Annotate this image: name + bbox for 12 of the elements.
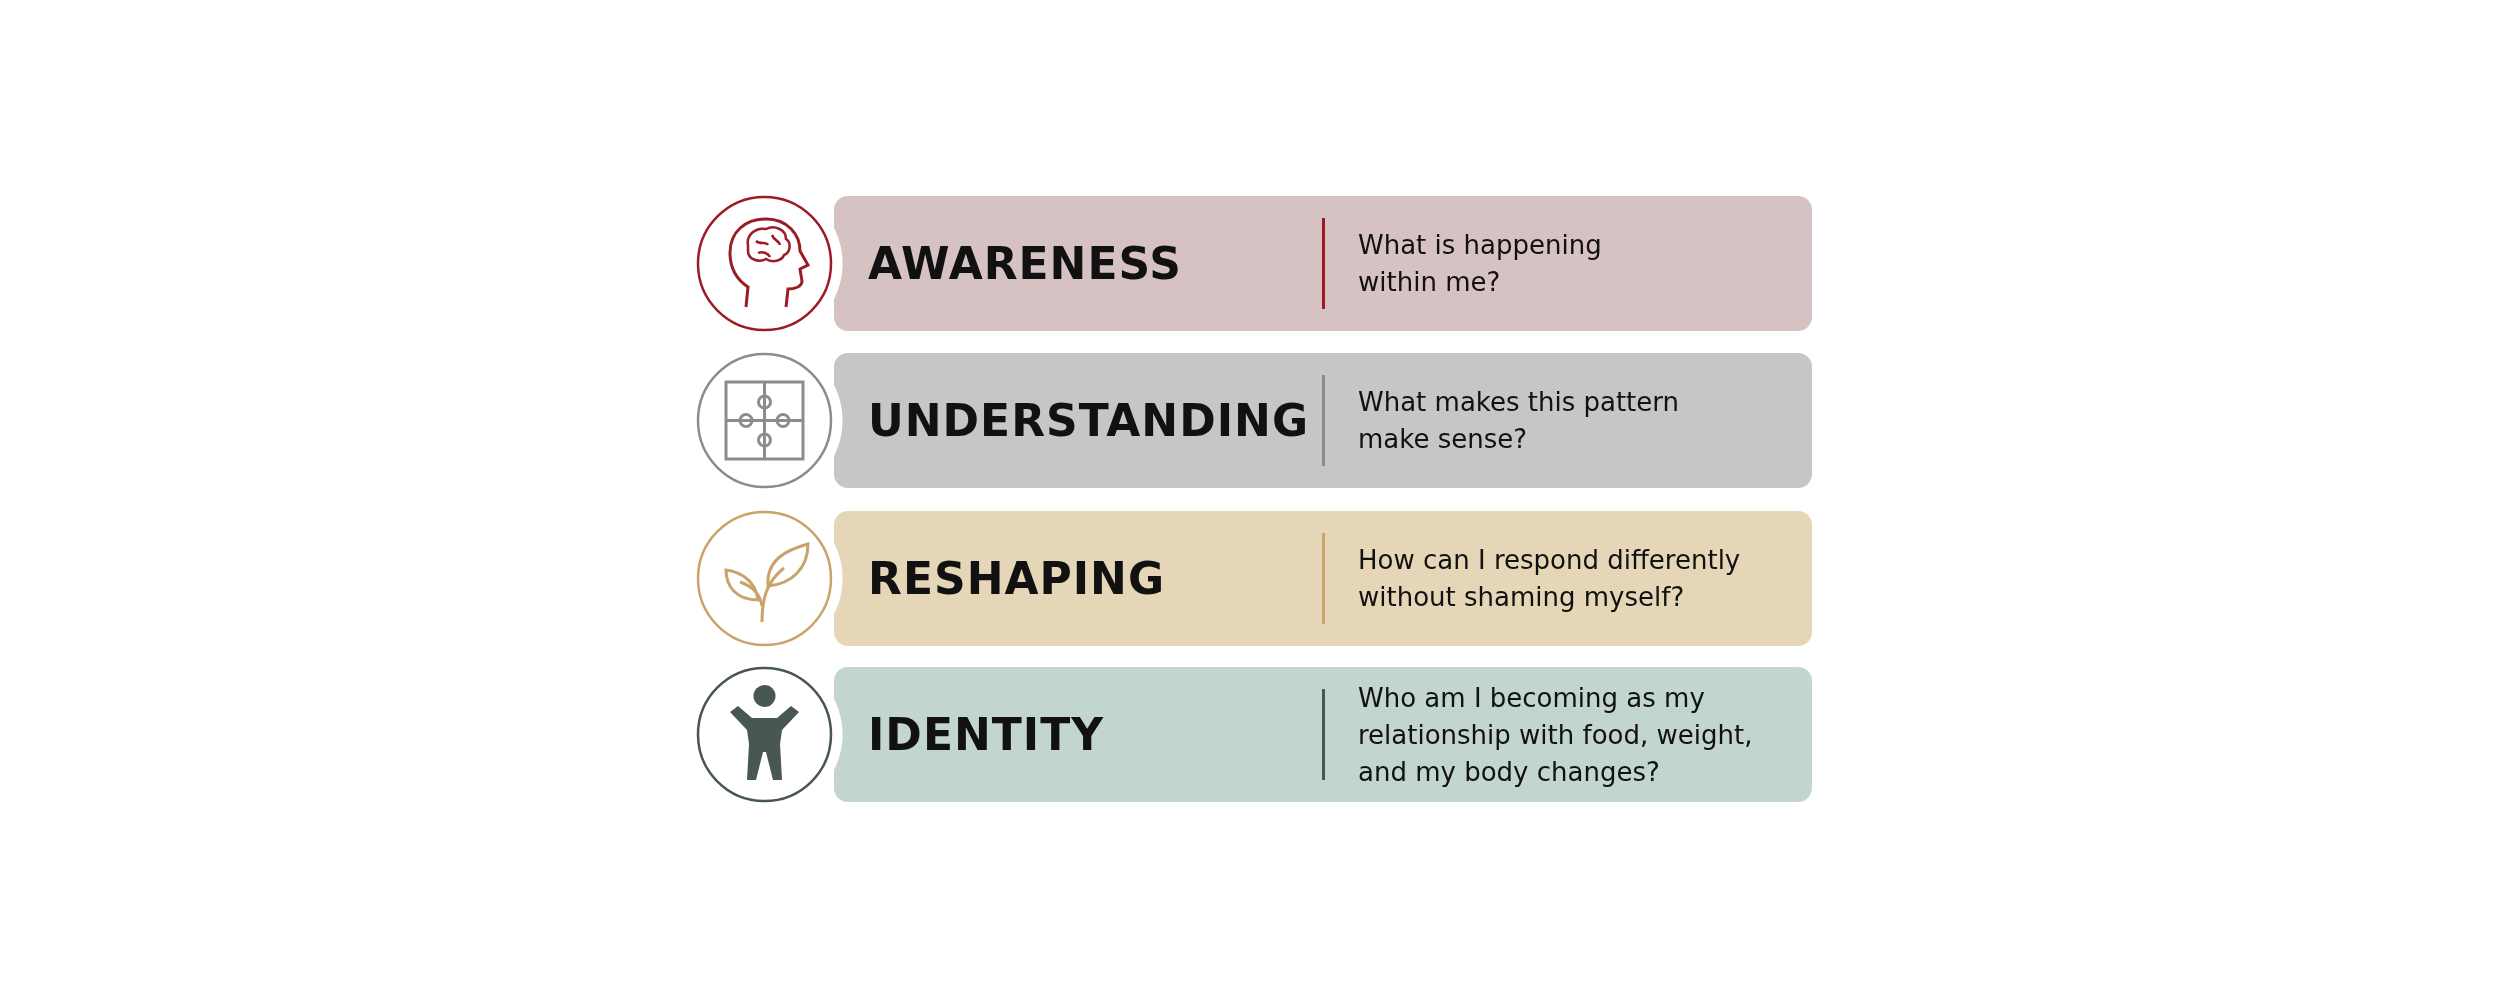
stage-title: UNDERSTANDING xyxy=(868,394,1309,448)
guiding-question: What makes this pattern make sense? xyxy=(1358,385,1680,456)
guiding-question: Who am I becoming as my relationship with food, weight, and my body changes? xyxy=(1358,681,1754,789)
stage-band xyxy=(834,511,1812,646)
stage-band xyxy=(834,353,1812,488)
stage-title: IDENTITY xyxy=(868,708,1105,762)
stage-title: AWARENESS xyxy=(868,237,1182,291)
stage-band xyxy=(834,667,1812,802)
guiding-question: How can I respond differently without shaming myself? xyxy=(1358,543,1742,614)
stage-band xyxy=(834,196,1812,331)
guiding-question: What is happening within me? xyxy=(1358,228,1603,299)
stage-title: RESHAPING xyxy=(868,552,1166,606)
